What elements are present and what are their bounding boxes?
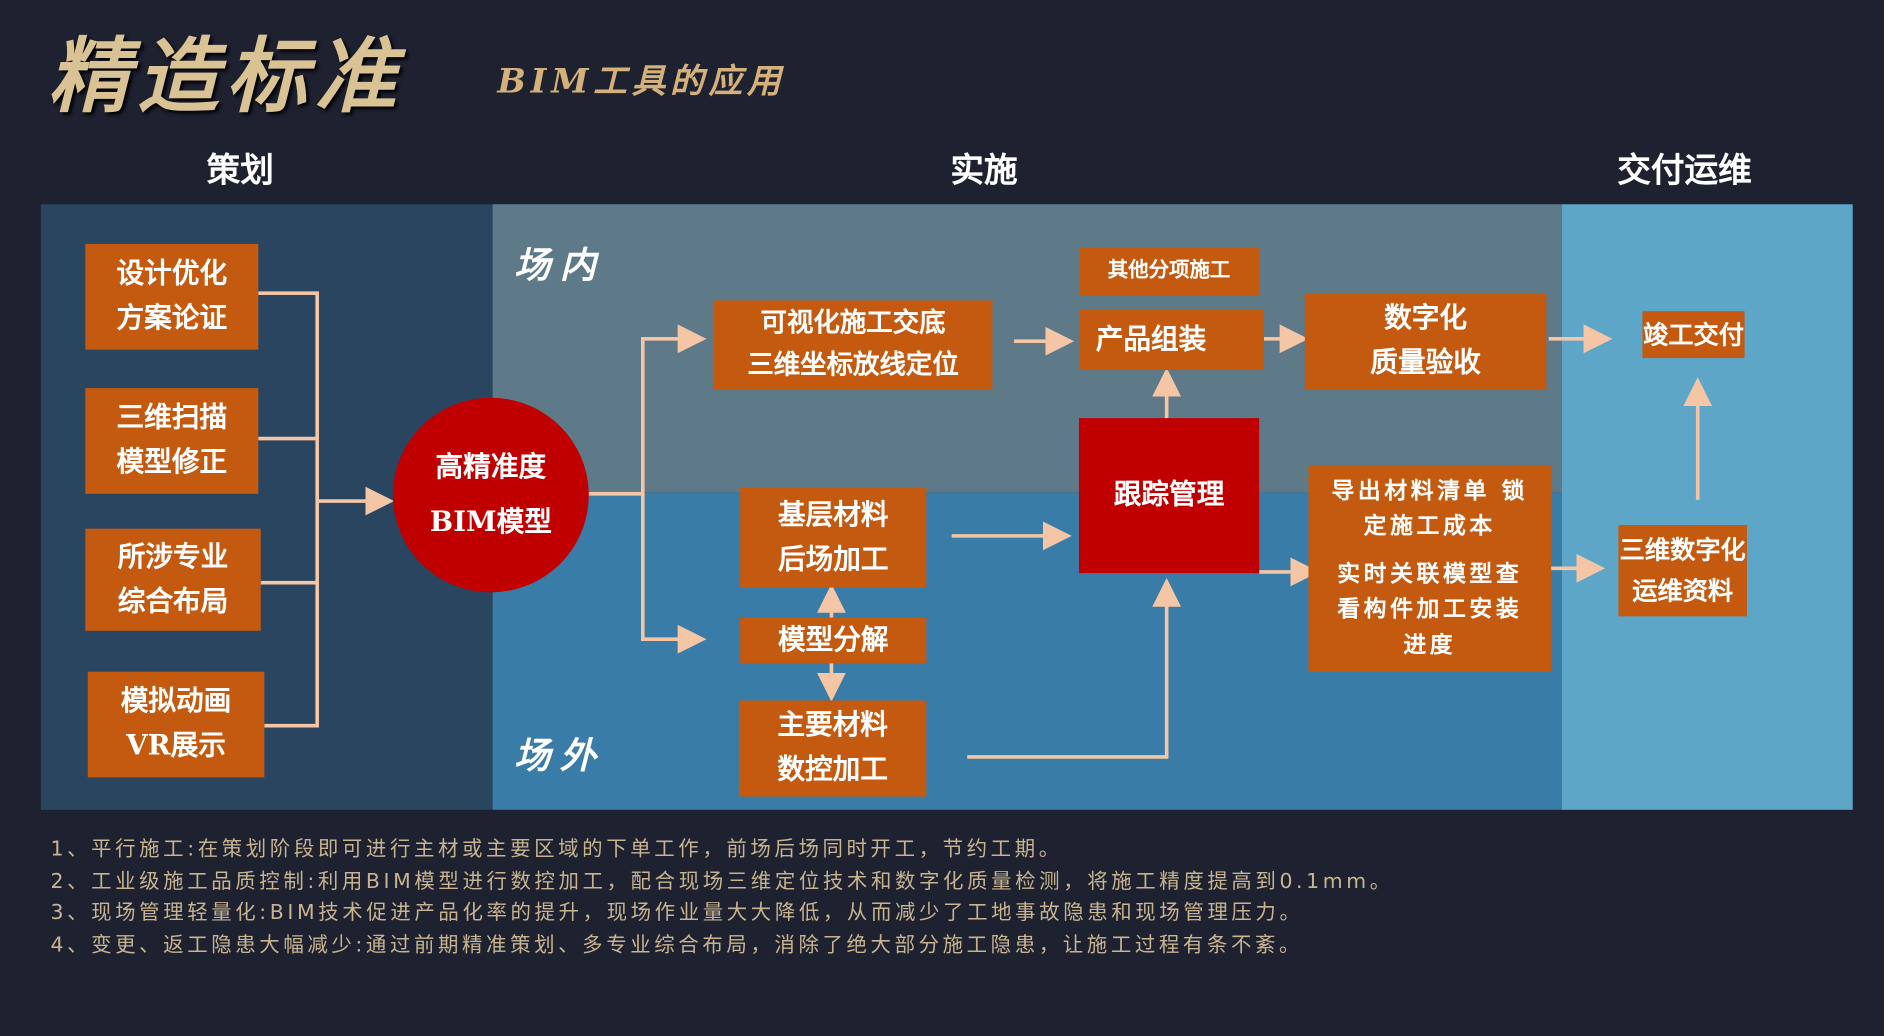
box-line: 其他分项施工 xyxy=(1107,258,1231,283)
phase-delivery: 交付运维 xyxy=(1617,150,1752,190)
box-line: 基层材料 xyxy=(777,498,889,531)
box-line: 所涉专业 xyxy=(117,540,229,573)
bim-model-circle: 高精准度 BIM模型 xyxy=(392,397,589,593)
quality-box: 数字化质量验收 xyxy=(1304,293,1547,390)
tracking-box: 跟踪管理 xyxy=(1078,418,1260,574)
page-title: 精造标准 xyxy=(48,28,404,125)
box-line: 数字化 xyxy=(1384,301,1468,335)
visual-box: 可视化施工交底三维坐标放线定位 xyxy=(713,300,993,390)
page-subtitle: BIM工具的应用 xyxy=(497,61,786,101)
box-line: 高精准度 xyxy=(435,450,547,484)
box-line: 三维坐标放线定位 xyxy=(747,349,959,381)
box-line: 设计优化 xyxy=(116,257,228,290)
planning-box: 所涉专业综合布局 xyxy=(85,528,261,631)
box-line: VR展示 xyxy=(126,729,226,762)
delivery-panel xyxy=(1561,204,1853,810)
box-line: 模型修正 xyxy=(116,445,228,479)
assembly-box: 产品组装 xyxy=(1078,309,1264,371)
handover-box: 竣工交付 xyxy=(1642,311,1745,359)
zone-outside-label: 场外 xyxy=(514,735,606,778)
box-line: 看构件加工安装 xyxy=(1337,596,1523,623)
box-line: 定施工成本 xyxy=(1363,513,1496,540)
phase-planning: 策划 xyxy=(206,150,274,190)
main-material-box: 主要材料数控加工 xyxy=(738,700,927,797)
zone-inside-label: 场内 xyxy=(514,245,606,288)
other-construction-box: 其他分项施工 xyxy=(1078,247,1260,296)
note-item: 3、现场管理轻量化:BIM技术促进产品化率的提升，现场作业量大大降低，从而减少了… xyxy=(50,901,1304,926)
planning-box: 设计优化方案论证 xyxy=(85,243,259,350)
box-line: 进度 xyxy=(1403,631,1457,659)
box-line: 竣工交付 xyxy=(1643,319,1744,350)
box-line: 运维资料 xyxy=(1632,575,1734,606)
note-item: 1、平行施工:在策划阶段即可进行主材或主要区域的下单工作，前场后场同时开工，节约… xyxy=(50,837,1063,862)
box-line: 实时关联模型查 xyxy=(1337,560,1523,588)
planning-box: 三维扫描模型修正 xyxy=(85,388,259,494)
box-line: 模拟动画 xyxy=(120,685,232,718)
phase-implementation: 实施 xyxy=(950,150,1018,190)
box-line: 三维扫描 xyxy=(116,401,228,434)
box-line: BIM模型 xyxy=(429,505,552,539)
decompose-box: 模型分解 xyxy=(740,617,927,664)
note-item: 2、工业级施工品质控制:利用BIM模型进行数控加工，配合现场三维定位技术和数字化… xyxy=(50,869,1394,894)
box-line: 产品组装 xyxy=(1095,322,1207,356)
digital-ops-box: 三维数字化运维资料 xyxy=(1618,525,1747,617)
box-line: 模型分解 xyxy=(777,623,889,656)
box-line: 数控加工 xyxy=(777,753,888,786)
box-line: 导出材料清单 锁 xyxy=(1331,478,1529,505)
planning-box: 模拟动画 VR展示 xyxy=(87,671,265,778)
box-line: 质量验收 xyxy=(1370,346,1481,379)
connector-planning xyxy=(258,291,319,728)
box-line: 主要材料 xyxy=(777,709,888,742)
box-line: 综合布局 xyxy=(117,584,229,617)
box-line: 后场加工 xyxy=(777,542,889,575)
notes: 1、平行施工:在策划阶段即可进行主材或主要区域的下单工作，前场后场同时开工，节约… xyxy=(50,834,1393,961)
note-item: 4、变更、返工隐患大幅减少:通过前期精准策划、多专业综合布局，消除了绝大部分施工… xyxy=(50,932,1304,957)
base-material-box: 基层材料后场加工 xyxy=(740,487,927,588)
box-line: 可视化施工交底 xyxy=(760,307,946,339)
box-line: 跟踪管理 xyxy=(1113,478,1225,511)
box-line: 方案论证 xyxy=(116,301,228,335)
box-line: 三维数字化 xyxy=(1619,535,1746,566)
export-box: 导出材料清单 锁定施工成本 实时关联模型查看构件加工安装进度 xyxy=(1308,464,1552,672)
